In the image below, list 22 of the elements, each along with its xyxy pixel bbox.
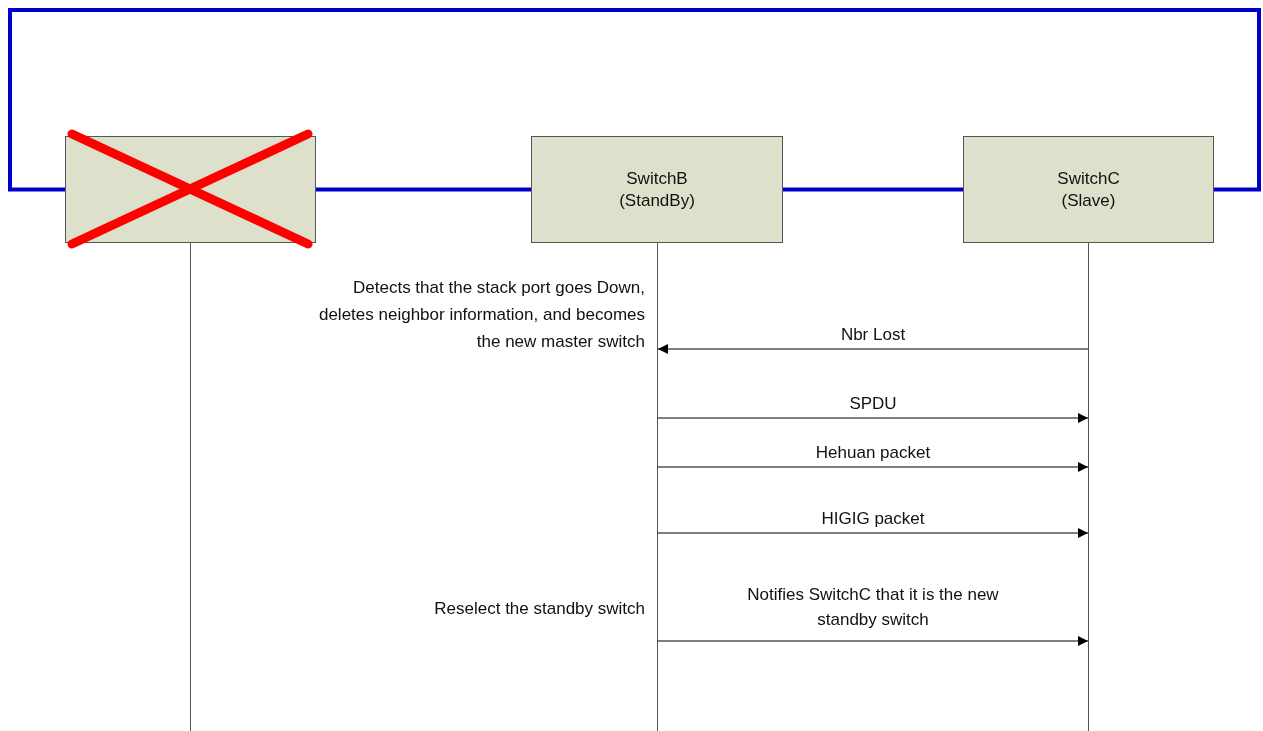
message-arrow — [657, 636, 1089, 646]
note-text: Detects that the stack port goes Down, deletes neighbor information, and becomes the new master switch — [317, 277, 645, 353]
message-arrow — [657, 344, 1089, 354]
lifeline — [657, 243, 658, 731]
lifeline — [1088, 243, 1089, 731]
switch-box — [963, 136, 1214, 243]
message-arrow — [657, 462, 1089, 472]
ring-link — [783, 187, 963, 192]
edge-label: HIGIG packet — [820, 508, 926, 530]
edge-label: SPDU — [848, 393, 898, 415]
switch-box — [531, 136, 783, 243]
edge-label: Nbr Lost — [839, 324, 907, 346]
message-arrow — [657, 528, 1089, 538]
note-text: Reselect the standby switch — [433, 598, 645, 620]
message-arrow — [657, 413, 1089, 423]
edge-label: Notifies SwitchC that it is the new standby switch — [746, 584, 1000, 631]
ring-link — [316, 187, 531, 192]
edge-label: Hehuan packet — [814, 442, 932, 464]
ring-link — [8, 8, 1261, 192]
switch-name: SwitchC (Slave) — [1056, 167, 1121, 212]
lifeline — [190, 243, 191, 731]
switch-name: SwitchB (StandBy) — [618, 167, 696, 212]
